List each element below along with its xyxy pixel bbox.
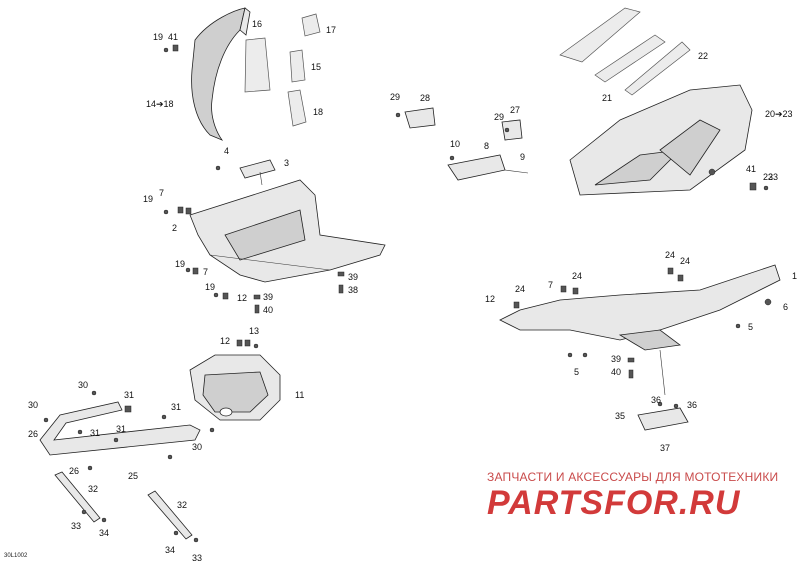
callout-label: 41 — [746, 164, 756, 174]
callout-label: 26 — [69, 466, 79, 476]
callout-label: 32 — [177, 500, 187, 510]
callout-label: 6 — [783, 302, 788, 312]
callout-label: 4 — [224, 146, 229, 156]
callout-label: 39 — [611, 354, 621, 364]
callout-label: 24 — [572, 271, 582, 281]
callout-label: 26 — [28, 429, 38, 439]
callout-label: 7 — [203, 267, 208, 277]
callout-label: 12 — [485, 294, 495, 304]
callout-label: 31 — [90, 428, 100, 438]
callout-label: 14➔18 — [146, 99, 174, 109]
callout-label: 19 — [175, 259, 185, 269]
callout-label: 15 — [311, 62, 321, 72]
callout-label: 12 — [237, 293, 247, 303]
callout-label: 36 — [651, 395, 661, 405]
callout-label: 9 — [520, 152, 525, 162]
callout-label: 30 — [78, 380, 88, 390]
callout-label: 39 — [348, 272, 358, 282]
callout-label: 24 — [515, 284, 525, 294]
callout-label: 10 — [450, 139, 460, 149]
figure-code: 30L1002 — [4, 553, 28, 559]
callout-label: 25 — [128, 471, 138, 481]
callout-label: 8 — [484, 141, 489, 151]
callout-label: 24 — [665, 250, 675, 260]
callout-label: 34 — [165, 545, 175, 555]
callout-label: 27 — [510, 105, 520, 115]
callout-label: 18 — [313, 107, 323, 117]
callout-label: 33 — [71, 521, 81, 531]
callout-label: 2 — [172, 223, 177, 233]
callout-label: 24 — [680, 256, 690, 266]
callout-label: 5 — [748, 322, 753, 332]
callout-label: 23 — [763, 172, 773, 182]
plate-37-group — [637, 401, 689, 431]
callout-label: 39 — [263, 292, 273, 302]
side-panel-group — [163, 7, 321, 141]
callout-label: 40 — [611, 367, 621, 377]
callout-label: 28 — [420, 93, 430, 103]
plate-group — [215, 159, 276, 186]
callout-label: 20➔23 — [765, 109, 793, 119]
callout-label: 31 — [116, 424, 126, 434]
watermark-logo: PARTSFOR.RU — [487, 484, 741, 522]
callout-label: 35 — [615, 411, 625, 421]
callout-label: 7 — [548, 280, 553, 290]
callout-label: 1 — [792, 271, 797, 281]
callout-label: 33 — [192, 553, 202, 563]
callout-label: 3 — [284, 158, 289, 168]
callout-label: 5 — [574, 367, 579, 377]
callout-label: 21 — [602, 93, 612, 103]
callout-label: 19 — [153, 32, 163, 42]
watermark-caption: ЗАПЧАСТИ И АКСЕССУАРЫ ДЛЯ МОТОТЕХНИКИ — [487, 470, 779, 484]
callout-label: 37 — [660, 443, 670, 453]
callout-label: 23 — [768, 172, 778, 182]
callout-label: 11 — [295, 390, 304, 400]
strap-group — [54, 471, 199, 543]
callout-label: 32 — [88, 484, 98, 494]
callout-label: 41 — [168, 32, 178, 42]
callout-label: 12 — [220, 336, 230, 346]
callout-label: 34 — [99, 528, 109, 538]
callout-label: 19 — [143, 194, 153, 204]
rail-group — [499, 264, 781, 396]
callout-label: 29 — [390, 92, 400, 102]
callout-label: 38 — [348, 285, 358, 295]
callout-label: 30 — [192, 442, 202, 452]
belly-pan-group — [163, 179, 386, 314]
callout-label: 31 — [171, 402, 181, 412]
callout-label: 7 — [159, 188, 164, 198]
callout-label: 17 — [326, 25, 336, 35]
callout-label: 36 — [687, 400, 697, 410]
callout-label: 16 — [252, 19, 262, 29]
callout-label: 40 — [263, 305, 273, 315]
callout-label: 29 — [494, 112, 504, 122]
callout-label: 22 — [698, 51, 708, 61]
callout-label: 13 — [249, 326, 259, 336]
bumper-group — [39, 390, 215, 471]
callout-label: 30 — [28, 400, 38, 410]
grille-group — [189, 339, 281, 421]
callout-label: 19 — [205, 282, 215, 292]
callout-label: 31 — [124, 390, 134, 400]
bracket-group — [395, 107, 529, 181]
windshield-group — [559, 7, 769, 196]
